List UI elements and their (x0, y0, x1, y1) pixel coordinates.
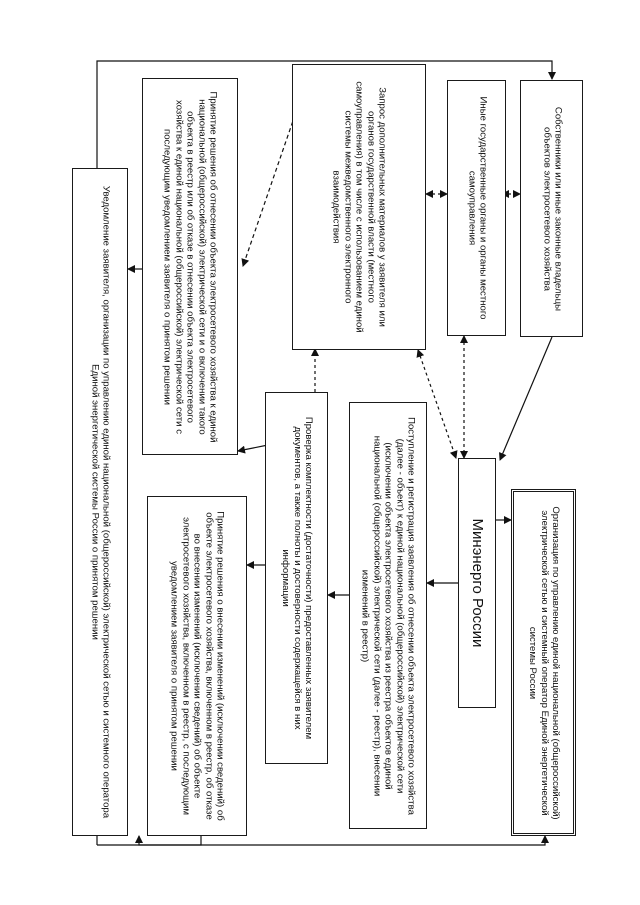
organization-text: Организация по управлению единой национа… (526, 505, 561, 820)
connector-request-decision (241, 114, 296, 267)
gov-bodies-box: Иные государственные органы и органы мес… (447, 80, 506, 336)
check-text: Проверка комплектности (достаточности) п… (279, 416, 314, 740)
decision-changes-text: Принятие решения о внесении изменений (и… (168, 511, 226, 821)
ministry-box: Минэнерго России (458, 458, 496, 708)
connector-owners-ministry (499, 336, 553, 461)
receipt-text: Поступление и регистрация заявления об о… (359, 416, 417, 815)
connector-changes-notification (135, 835, 202, 846)
decision-assign-text: Принятие решения об отнесении объекта эл… (161, 91, 219, 442)
check-box: Проверка комплектности (достаточности) п… (265, 392, 328, 764)
notification-text: Уведомление заявителя, организации по уп… (89, 185, 112, 819)
gov-bodies-text: Иные государственные органы и органы мес… (465, 96, 488, 320)
notification-box: Уведомление заявителя, организации по уп… (72, 168, 128, 836)
connector-request-ministry (416, 349, 458, 459)
ministry-title: Минэнерго России (469, 518, 486, 648)
request-materials-box: Запрос дополнительных материалов у заяви… (292, 64, 426, 350)
organization-box: Организация по управлению единой национа… (511, 489, 576, 836)
owners-box: Собственники или иные законные владельцы… (520, 80, 583, 337)
decision-assign-box: Принятие решения об отнесении объекта эл… (142, 78, 238, 455)
decision-changes-box: Принятие решения о внесении изменений (и… (147, 496, 247, 836)
owners-text: Собственники или иные законные владельцы… (540, 106, 563, 311)
connector-outer-bottom (97, 835, 549, 846)
receipt-box: Поступление и регистрация заявления об о… (349, 402, 427, 829)
request-materials-text: Запрос дополнительных материалов у заяви… (330, 81, 388, 333)
connector-check-decision-assign (237, 444, 269, 454)
